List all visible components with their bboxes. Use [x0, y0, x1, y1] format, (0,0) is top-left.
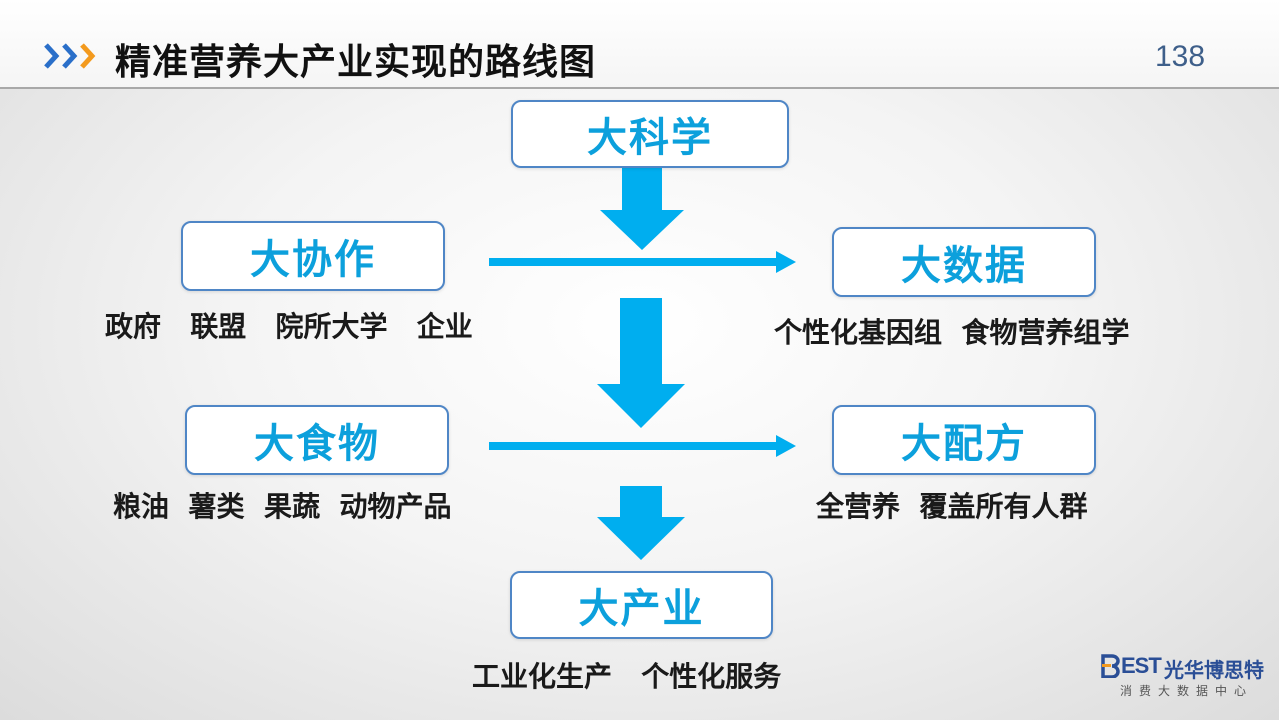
logo-tagline: 消费大数据中心 — [1120, 684, 1254, 698]
connector-line — [489, 258, 779, 266]
node-food-box: 大食物 — [185, 405, 449, 475]
page-number: 138 — [1154, 40, 1206, 73]
right-arrow-icon — [776, 435, 796, 457]
header-divider — [0, 87, 1279, 89]
down-arrow-icon — [597, 298, 685, 428]
node-formula-box: 大配方 — [832, 405, 1096, 475]
node-collaboration-box: 大协作 — [181, 221, 445, 291]
down-arrow-icon — [597, 486, 685, 560]
formula-items: 全营养 覆盖所有人群 — [816, 490, 1088, 523]
data-items: 个性化基因组 食物营养组学 — [774, 316, 1130, 349]
logo-brand-text: EST — [1121, 653, 1162, 678]
slide-header — [0, 0, 1279, 88]
triple-chevron-right-icon — [44, 43, 96, 69]
collaboration-items: 政府 联盟 院所大学 企业 — [105, 310, 473, 343]
node-science-box: 大科学 — [511, 100, 789, 168]
node-data-box: 大数据 — [832, 227, 1096, 297]
right-arrow-icon — [776, 251, 796, 273]
page-title: 精准营养大产业实现的路线图 — [115, 42, 597, 83]
food-items: 粮油 薯类 果蔬 动物产品 — [113, 490, 452, 523]
industry-items: 工业化生产 个性化服务 — [472, 660, 782, 693]
brand-logo: EST 光华博思特 消费大数据中心 — [1100, 653, 1268, 704]
logo-company-name: 光华博思特 — [1164, 658, 1264, 682]
connector-line — [489, 442, 779, 450]
down-arrow-icon — [600, 168, 684, 250]
node-industry-box: 大产业 — [510, 571, 773, 639]
logo-mark-icon — [1101, 654, 1120, 678]
